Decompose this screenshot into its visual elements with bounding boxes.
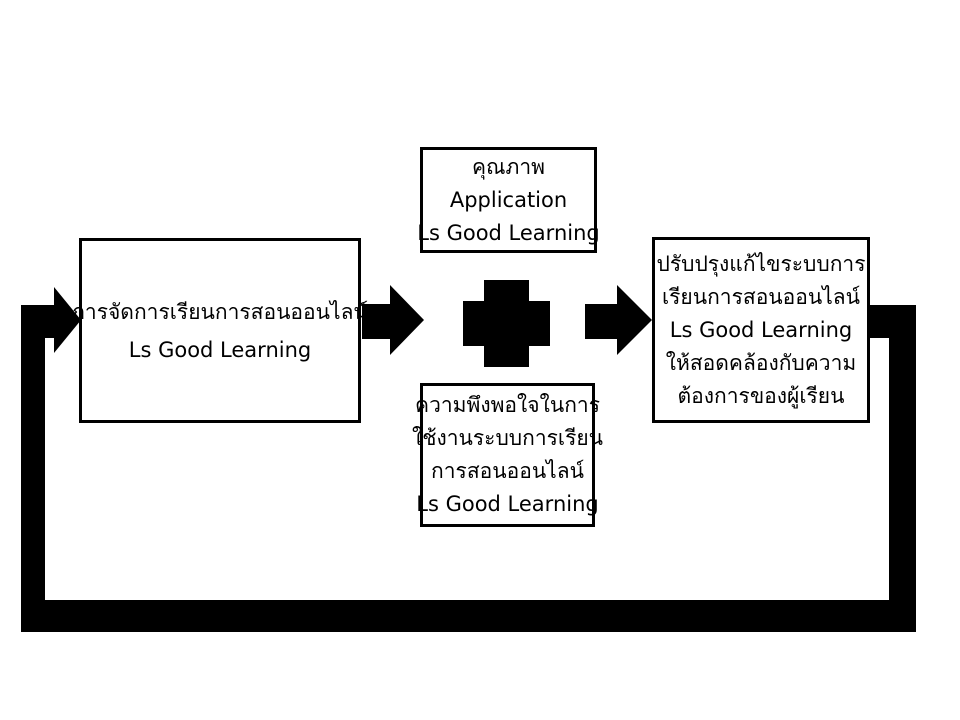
output-box: ปรับปรุงแก้ไขระบบการ เรียนการสอนออนไลน์ … (652, 237, 870, 423)
satisfaction-box-line-1: ความพึงพอใจในการ (415, 393, 600, 417)
feedback-loop-bottom-bar (21, 600, 916, 632)
feedback-loop-right-bar (889, 305, 916, 632)
quality-box-line-1: คุณภาพ (471, 154, 545, 179)
output-box-line-2: เรียนการสอนออนไลน์ (661, 284, 861, 309)
feedback-loop-elbow (21, 305, 54, 338)
junction-to-output-arrow-icon (585, 285, 652, 355)
input-box: การจัดการเรียนการสอนออนไลน์ Ls Good Lear… (72, 238, 368, 423)
quality-box-line-2: Application (449, 187, 568, 212)
satisfaction-box-line-3: การสอนออนไลน์ (431, 459, 584, 483)
quality-box: คุณภาพ Application Ls Good Learning (417, 147, 600, 253)
plus-junction-icon (463, 280, 550, 367)
feedback-loop-right-stub (870, 305, 895, 338)
input-box-line-2: Ls Good Learning (128, 337, 312, 362)
input-box-line-1: การจัดการเรียนการสอนออนไลน์ (72, 299, 368, 324)
satisfaction-box: ความพึงพอใจในการ ใช้งานระบบการเรียน การส… (412, 383, 603, 527)
output-box-line-4: ให้สอดคล้องกับความ (665, 350, 857, 375)
satisfaction-box-line-4: Ls Good Learning (416, 492, 599, 516)
quality-box-line-3: Ls Good Learning (417, 220, 600, 245)
feedback-loop-left-bar (21, 305, 45, 632)
output-box-line-5: ต้องการของผู้เรียน (677, 383, 845, 408)
output-box-line-3: Ls Good Learning (669, 317, 853, 342)
satisfaction-box-line-2: ใช้งานระบบการเรียน (411, 426, 604, 450)
input-to-junction-arrow-icon (362, 285, 424, 355)
output-box-line-1: ปรับปรุงแก้ไขระบบการ (656, 251, 866, 276)
